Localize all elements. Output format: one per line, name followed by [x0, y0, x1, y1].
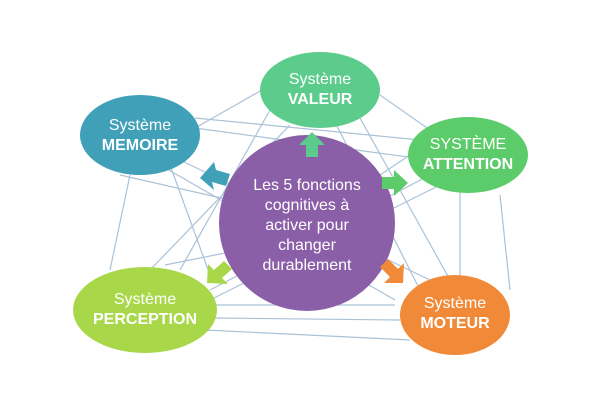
- center-node-shape: [219, 135, 395, 311]
- edge: [499, 194, 511, 291]
- node-moteur-line2: MOTEUR: [420, 315, 490, 332]
- node-valeur-line2: VALEUR: [288, 91, 353, 108]
- edge: [359, 117, 451, 281]
- center-node: Les 5 fonctions cognitives à activer pou…: [219, 135, 395, 311]
- node-attention-shape: [408, 117, 528, 193]
- arrow-valeur-icon: [299, 132, 325, 157]
- node-moteur-line1: Système: [424, 295, 486, 312]
- node-memoire-line1: Système: [109, 117, 171, 134]
- node-memoire-shape: [80, 95, 200, 175]
- center-line-1: Les 5 fonctions: [253, 177, 361, 194]
- node-memoire: Système MEMOIRE: [80, 95, 200, 175]
- node-valeur-line1: Système: [289, 71, 351, 88]
- edge: [169, 164, 211, 276]
- node-perception-line1: Système: [114, 291, 176, 308]
- center-line-5: durablement: [263, 257, 353, 274]
- node-attention-line1: SYSTÈME: [430, 134, 506, 153]
- node-attention: SYSTÈME ATTENTION: [408, 117, 528, 193]
- edge: [194, 89, 263, 129]
- center-line-3: activer pour: [265, 217, 349, 234]
- node-moteur: Système MOTEUR: [400, 275, 510, 355]
- edge: [119, 174, 231, 201]
- arrow-memoire-icon: [200, 162, 230, 190]
- node-perception-line2: PERCEPTION: [93, 311, 197, 328]
- edge: [109, 174, 131, 271]
- edge: [214, 317, 401, 321]
- arrow-perception-icon: [207, 261, 232, 284]
- node-perception: Système PERCEPTION: [73, 267, 217, 353]
- node-moteur-shape: [400, 275, 510, 355]
- node-perception-shape: [73, 267, 217, 353]
- edge: [179, 109, 271, 271]
- edge: [194, 117, 421, 141]
- center-line-2: cognitives à: [265, 197, 350, 214]
- edge: [379, 154, 411, 176]
- node-attention-line2: ATTENTION: [423, 156, 513, 173]
- edge: [204, 329, 411, 341]
- edge: [379, 94, 431, 131]
- node-memoire-line2: MEMOIRE: [102, 137, 179, 154]
- arrow-attention-icon: [382, 170, 408, 196]
- node-valeur-shape: [260, 52, 380, 128]
- node-valeur: Système VALEUR: [260, 52, 380, 128]
- center-line-4: changer: [278, 237, 336, 254]
- arrow-moteur-icon: [380, 259, 404, 283]
